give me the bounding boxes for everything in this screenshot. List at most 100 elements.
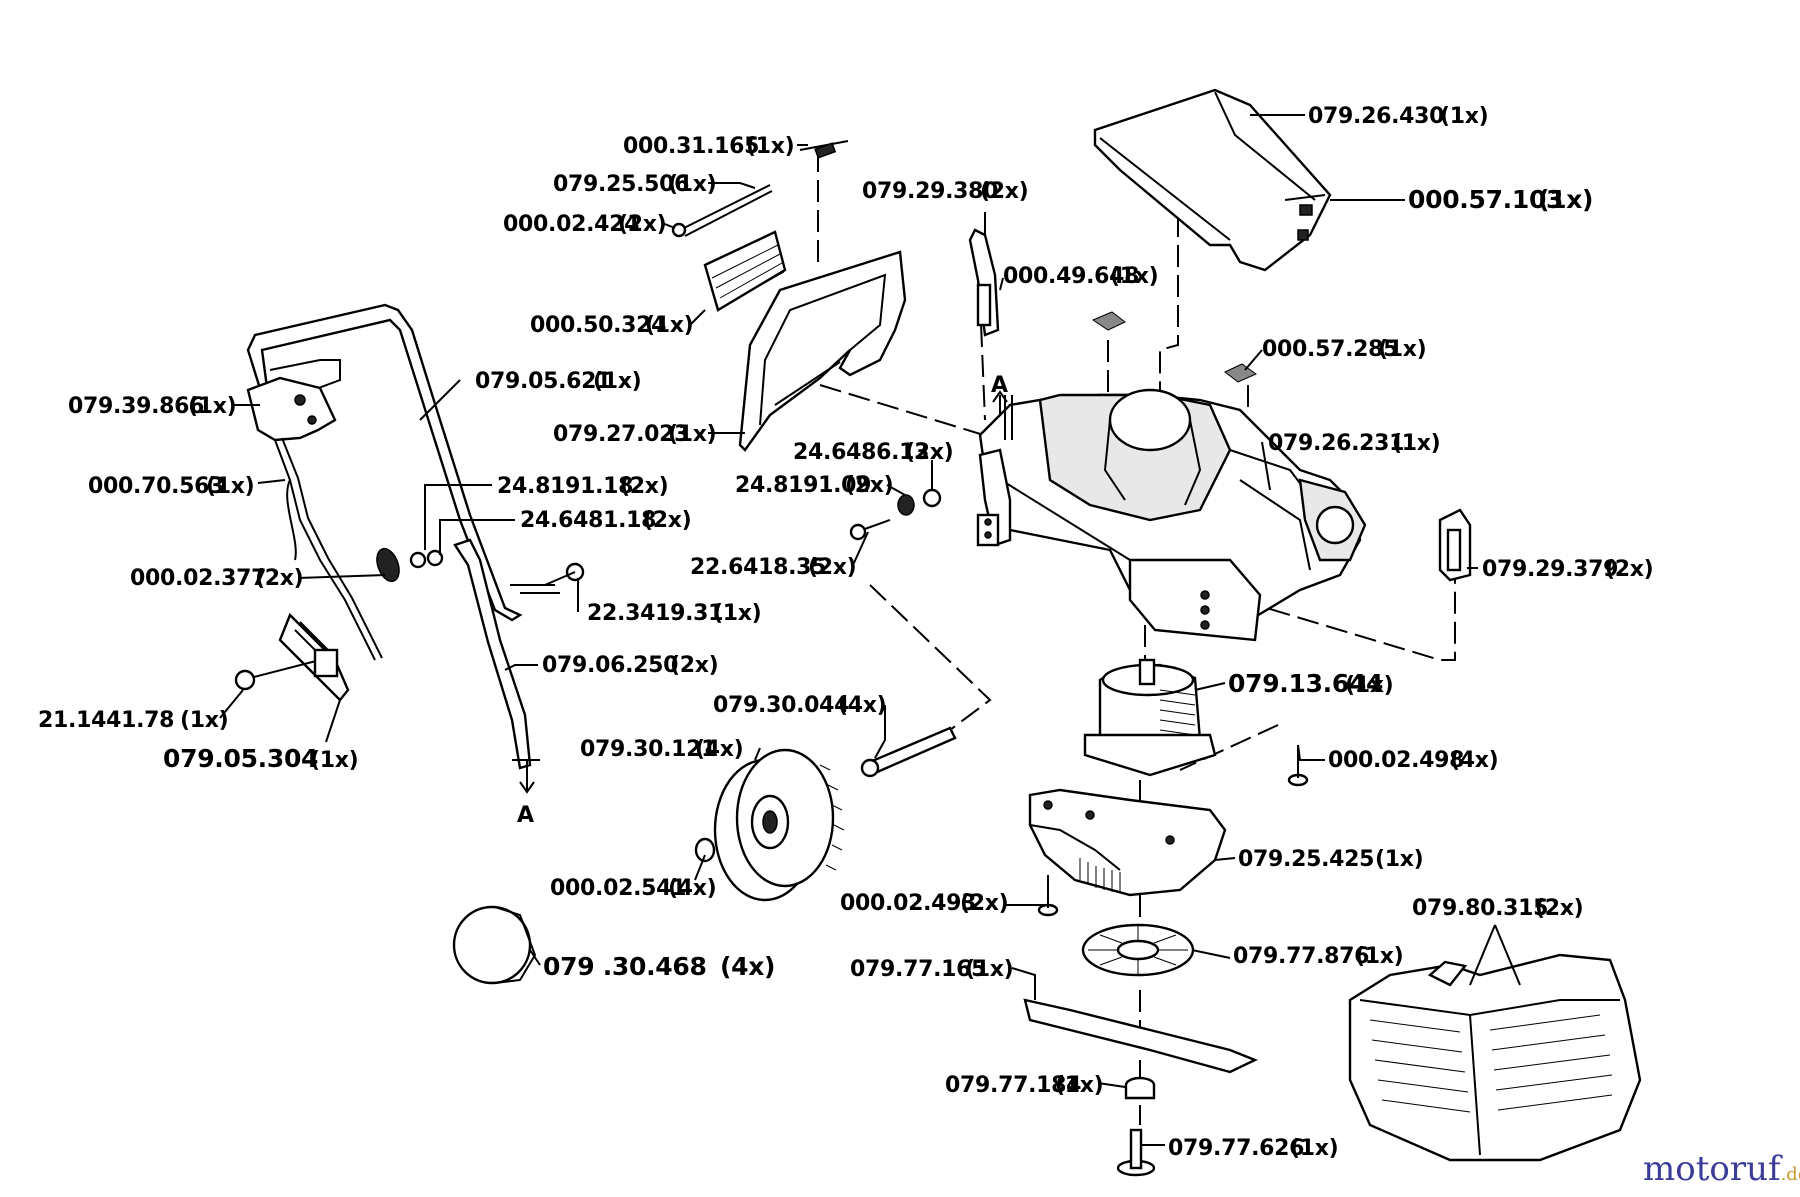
rear-flap-frame [738,250,907,452]
part-qty: (1x) [1538,185,1593,214]
blade-screw [1116,1128,1156,1177]
part-label: 22.6418.35 [690,555,826,580]
wheel [713,748,845,902]
part-label: 079.05.621 [475,369,611,394]
hinge-pin-assembly [671,140,849,238]
part-qty: (1x) [965,957,1013,982]
cable-and-rod [274,437,383,661]
wheel-axle [860,726,957,778]
part-label: 21.1441.78 [38,708,174,733]
part-qty: (2x) [1535,896,1583,921]
part-label: 079.30.044 [713,693,849,718]
part-qty: (4x) [720,952,775,981]
svg-text:motoruf.de: motoruf.de [1643,1149,1800,1189]
part-label: 000.02.493 [840,891,976,916]
upper-handle [246,303,523,622]
section-markers: A A [512,373,1008,828]
height-adjust-plate-right [1438,508,1472,582]
part-label: 24.8191.09 [735,473,871,498]
part-label: 24.6481.18 [520,508,656,533]
section-marker-a-top: A [991,373,1008,398]
cooling-fan [1081,923,1195,977]
part-label: 079.77.626 [1168,1136,1304,1161]
part-qty: (1x) [1375,847,1423,872]
handle-fasteners [376,547,585,594]
part-label: 079.05.304 [163,744,318,773]
part-qty: (2x) [905,440,953,465]
part-label: 079.80.315 [1412,896,1548,921]
part-qty: (1x) [668,172,716,197]
part-qty: (1x) [1110,264,1158,289]
part-qty: (1x) [1345,673,1393,698]
clamp-knob [234,612,350,702]
cutting-blade [1023,998,1258,1074]
part-qty: (1x) [746,134,794,159]
part-qty: (4x) [838,693,886,718]
foam-pads [1091,311,1258,383]
part-qty: (4x) [1450,748,1498,773]
part-qty: (2x) [255,566,303,591]
mower-deck [978,388,1367,642]
part-label: 24.6486.13 [793,440,929,465]
part-label: 000.49.648 [1003,264,1139,289]
motor-cover [1093,88,1332,272]
part-label: 000.70.563 [88,474,224,499]
part-qty: (1x) [1055,1073,1103,1098]
part-qty: (1x) [1355,944,1403,969]
watermark: motoruf.de [1643,1149,1800,1189]
part-label: 079.77.165 [850,957,986,982]
part-label: 079.30.121 [580,737,716,762]
part-qty: (2x) [845,473,893,498]
part-qty: (1x) [1290,1136,1338,1161]
watermark-brand: motoruf [1643,1149,1783,1189]
part-label: 000.02.424 [503,212,639,237]
fan-housing [1028,788,1227,897]
motor-screws [1037,745,1309,917]
height-adjust-plate-left [968,228,1000,337]
part-qty: (1x) [180,708,228,733]
part-qty: (1x) [1378,337,1426,362]
part-qty: (1x) [206,474,254,499]
part-label: 079.27.023 [553,422,689,447]
wheel-washer [694,837,716,863]
part-qty: (1x) [668,422,716,447]
part-label: 000.57.285 [1262,337,1398,362]
part-label: 000.02.541 [550,876,686,901]
part-qty: (1x) [645,313,693,338]
part-qty: (1x) [1440,104,1488,129]
part-labels: 079.26.430 (1x) 000.57.103 (1x) 000.31.1… [38,104,1654,1161]
part-qty: (2x) [1605,557,1653,582]
part-label: 000.31.165 [623,134,759,159]
part-label: 079.29.380 [862,179,998,204]
part-label: 079.25.506 [553,172,689,197]
part-label: 000.02.377 [130,566,266,591]
part-qty: (4x) [695,737,743,762]
part-qty: (1x) [593,369,641,394]
part-label: 079.06.250 [542,653,678,678]
part-qty: (1x) [1392,431,1440,456]
part-label: 079.26.430 [1308,104,1444,129]
blade-nut [1124,1076,1156,1100]
part-qty: (2x) [980,179,1028,204]
part-label: 079.25.425 [1238,847,1374,872]
part-qty: (2x) [620,474,668,499]
part-qty: (2x) [808,555,856,580]
part-label: 079.77.184 [945,1073,1081,1098]
switch-housing [246,376,337,442]
part-label: 079.13.644 [1228,669,1383,698]
part-qty: (2x) [643,508,691,533]
part-label: 079.77.876 [1233,944,1369,969]
part-label: 24.8191.18 [497,474,633,499]
part-label: 22.3419.31 [587,601,723,626]
part-qty: (1x) [310,748,358,773]
hatched-plate [703,230,787,312]
hub-cap [452,905,537,985]
part-qty: (1x) [188,394,236,419]
part-qty: (2x) [618,212,666,237]
lower-handle [453,538,532,770]
part-qty: (1x) [713,601,761,626]
leader-lines [219,114,1521,1146]
part-qty: (2x) [670,653,718,678]
